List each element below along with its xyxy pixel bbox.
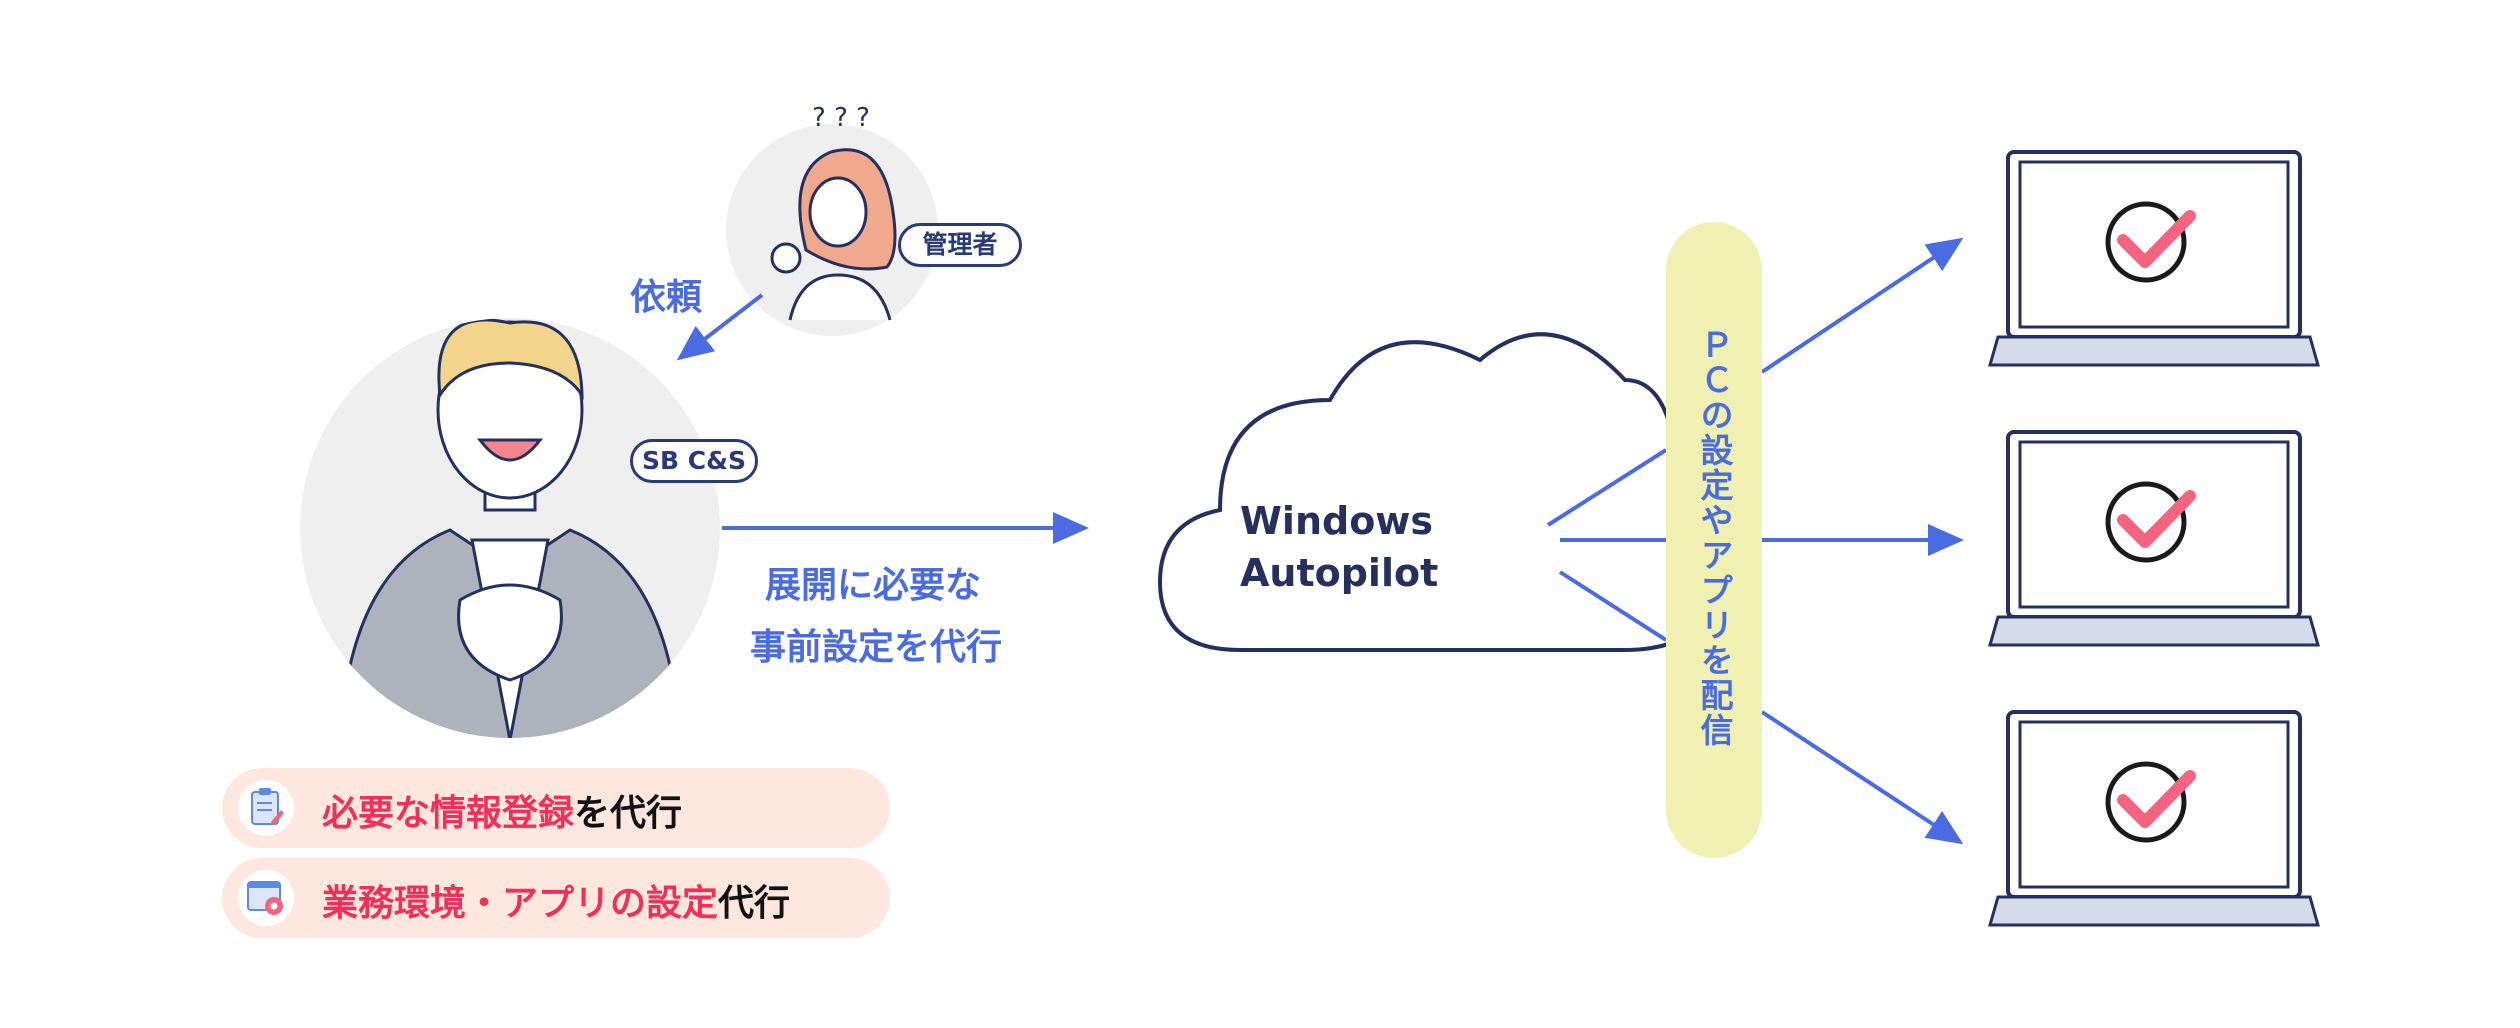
sbcs-person-illustration xyxy=(300,318,720,738)
laptop-3 xyxy=(1988,710,2320,927)
dist-arrow-top xyxy=(1760,237,1964,374)
deploy-label-line1: 展開に必要な xyxy=(765,565,982,606)
service-highlight-1: 必要な情報登録 xyxy=(322,793,575,834)
settings-window-icon xyxy=(238,870,294,926)
service-pill-2: 業務環境・アプリの設定代行 xyxy=(222,858,890,938)
check-icon xyxy=(2105,761,2196,843)
question-marks: ? ? ? xyxy=(812,103,870,133)
service-pill-1: 必要な情報登録を代行 xyxy=(222,768,890,848)
dist-line-bottom-left xyxy=(1558,570,1668,642)
admin-illustration xyxy=(726,124,938,336)
clipboard-icon xyxy=(238,780,294,836)
admin-tag: 管理者 xyxy=(898,223,1022,267)
cloud-shape xyxy=(1157,332,1738,652)
distribution-label: ＰＣの設定やアプリを配信 xyxy=(1695,328,1734,748)
check-icon xyxy=(2105,481,2196,563)
cloud-label-line1: Windows xyxy=(1240,499,1434,543)
service-rest-2: 代行 xyxy=(718,883,791,924)
laptop-2 xyxy=(1988,430,2320,647)
deploy-label-line2: 事前設定を代行 xyxy=(750,627,1003,668)
cloud-label-line2: Autopilot xyxy=(1240,551,1439,595)
laptop-1 xyxy=(1988,150,2320,367)
cloud-label: Windows Autopilot xyxy=(1240,495,1438,599)
sbcs-tag: SB C&S xyxy=(630,439,758,483)
request-label: 依頼 xyxy=(630,277,703,318)
service-rest-1: を代行 xyxy=(574,793,683,834)
check-icon xyxy=(2105,201,2196,283)
service-highlight-2: 業務環境・アプリの設定 xyxy=(322,883,719,924)
service-text-2: 業務環境・アプリの設定代行 xyxy=(322,874,790,926)
service-text-1: 必要な情報登録を代行 xyxy=(322,784,682,836)
distribution-pill: ＰＣの設定やアプリを配信 xyxy=(1666,222,1762,858)
dist-arrow-bottom xyxy=(1760,710,1964,845)
request-arrow xyxy=(676,293,764,361)
dist-line-top-left xyxy=(1546,448,1668,527)
